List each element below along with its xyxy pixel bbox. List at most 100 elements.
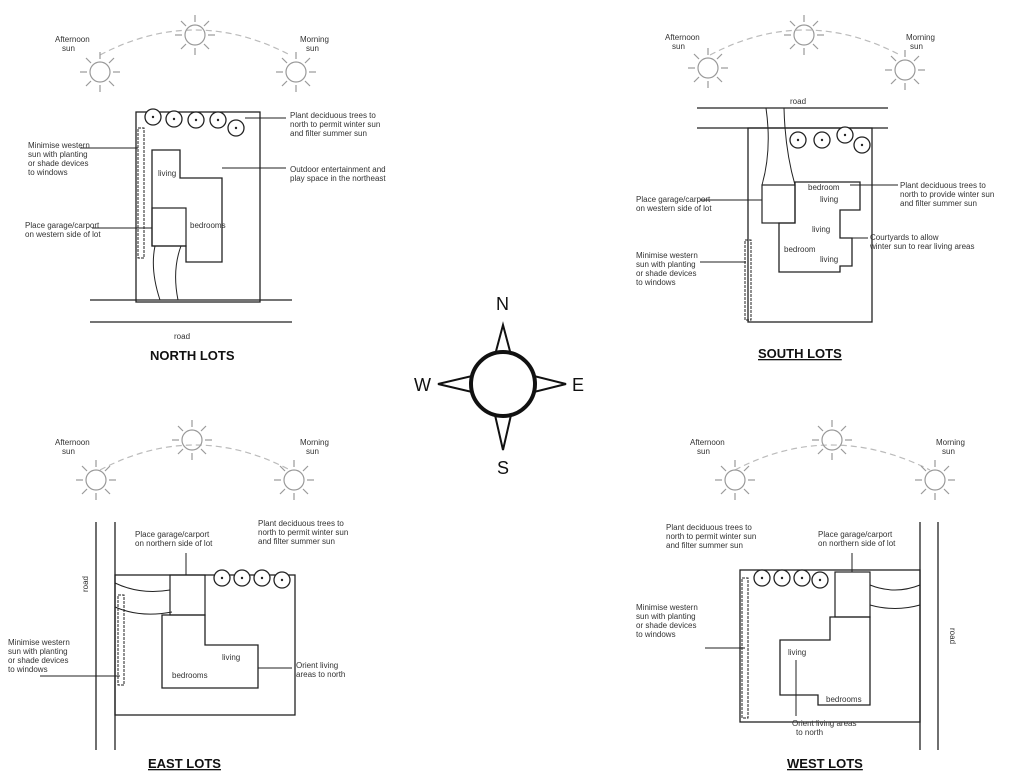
tree-icon [227,119,245,137]
garage-note: Place garage/carport on western side of … [636,195,712,213]
svg-text:north to permit winter sun: north to permit winter sun [290,120,380,129]
morning-sun-icon [275,51,317,93]
tree-icon [187,111,205,129]
morning-sun-label-2: sun [942,447,955,456]
afternoon-sun-label: Afternoon [55,438,90,447]
svg-text:north to permit winter sun: north to permit winter sun [666,532,756,541]
shade-planting [137,127,145,259]
svg-text:on northern side of lot: on northern side of lot [135,539,213,548]
tree-icon [789,131,807,149]
sun-path [79,14,317,93]
svg-text:and filter summer sun: and filter summer sun [900,199,977,208]
afternoon-sun-label-2: sun [62,44,75,53]
noon-sun-icon [174,14,216,56]
afternoon-sun-label-2: sun [697,447,710,456]
svg-text:to windows: to windows [8,665,48,674]
morning-sun-label: Morning [300,438,329,447]
house-outline [151,149,223,263]
svg-text:play space in the northeast: play space in the northeast [290,174,386,183]
house-outline [778,181,861,273]
east-lots-panel: Afternoon sun Morning sun road living be… [8,419,348,771]
svg-text:on western side of lot: on western side of lot [25,230,101,239]
noon-sun-icon [811,419,853,461]
western-note: Minimise western sun with planting or sh… [28,141,90,177]
west-lots-panel: Afternoon sun Morning sun road living be… [636,419,965,771]
sun-path [75,419,315,501]
svg-text:or shade devices: or shade devices [8,656,68,665]
western-note: Minimise western sun with planting or sh… [636,251,698,287]
south-lots-title: SOUTH LOTS [758,346,842,361]
svg-text:Orient living areas: Orient living areas [792,719,856,728]
afternoon-sun-label: Afternoon [690,438,725,447]
west-label: W [414,375,431,395]
svg-text:sun with planting: sun with planting [8,647,68,656]
bedrooms-label: bedrooms [190,221,226,230]
svg-text:on western side of lot: on western side of lot [636,204,712,213]
sun-path [687,14,926,91]
compass-rose: N S E W [414,294,584,478]
morning-sun-label: Morning [936,438,965,447]
svg-text:sun with planting: sun with planting [636,612,696,621]
svg-text:Plant deciduous trees to: Plant deciduous trees to [258,519,344,528]
tree-icon [144,108,162,126]
west-lots-title: WEST LOTS [787,756,863,771]
svg-text:Place garage/carport: Place garage/carport [818,530,893,539]
house-outline [161,614,259,689]
svg-text:Place garage/carport: Place garage/carport [135,530,210,539]
garage [834,571,871,618]
morning-sun-label-2: sun [306,447,319,456]
south-label: S [497,458,509,478]
svg-text:and filter summer sun: and filter summer sun [258,537,335,546]
svg-text:sun with planting: sun with planting [28,150,88,159]
bedroom-label: bedroom [784,245,816,254]
orient-note: Orient living areas to north [296,661,345,679]
svg-text:areas to north: areas to north [296,670,345,679]
tree-icon [753,569,771,587]
trees-note: Plant deciduous trees to north to permit… [666,523,756,550]
svg-text:north to provide winter sun: north to provide winter sun [900,190,994,199]
tree-icon [813,131,831,149]
orient-note: Orient living areas to north [792,719,856,737]
living-label: living [222,653,240,662]
svg-text:Plant deciduous trees to: Plant deciduous trees to [666,523,752,532]
garage [151,207,187,247]
garage-note: Place garage/carport on northern side of… [818,530,896,548]
svg-text:and filter summer sun: and filter summer sun [666,541,743,550]
shade-planting [744,239,752,321]
courtyard-note: Courtyards to allow winter sun to rear l… [869,233,975,251]
afternoon-sun-icon [75,459,117,501]
tree-icon [209,111,227,129]
morning-sun-label-2: sun [306,44,319,53]
sun-path [714,419,956,501]
morning-sun-icon [273,459,315,501]
north-lots-panel: Afternoon sun Morning sun road living be… [25,14,386,363]
lot-boundary [739,569,921,723]
tree-icon [253,569,271,587]
svg-text:or shade devices: or shade devices [636,621,696,630]
noon-sun-icon [171,419,213,461]
morning-sun-label-2: sun [910,42,923,51]
tree-icon [793,569,811,587]
afternoon-sun-icon [714,459,756,501]
svg-text:Minimise western: Minimise western [636,603,698,612]
svg-text:sun with planting: sun with planting [636,260,696,269]
svg-text:or shade devices: or shade devices [28,159,88,168]
morning-sun-icon [914,459,956,501]
bedroom-label: bedroom [808,183,840,192]
garage [169,574,206,616]
shade-planting [117,594,125,686]
svg-text:to north: to north [796,728,823,737]
tree-icon [213,569,231,587]
svg-text:Place garage/carport: Place garage/carport [25,221,100,230]
svg-text:on northern side of lot: on northern side of lot [818,539,896,548]
svg-text:to windows: to windows [28,168,68,177]
svg-text:to windows: to windows [636,630,676,639]
garage [761,184,796,224]
morning-sun-icon [884,49,926,91]
trees-note: Plant deciduous trees to north to permit… [290,111,380,138]
morning-sun-label: Morning [906,33,935,42]
svg-text:Place garage/carport: Place garage/carport [636,195,711,204]
svg-text:Minimise western: Minimise western [8,638,70,647]
svg-text:or shade devices: or shade devices [636,269,696,278]
svg-text:Plant deciduous trees to: Plant deciduous trees to [900,181,986,190]
